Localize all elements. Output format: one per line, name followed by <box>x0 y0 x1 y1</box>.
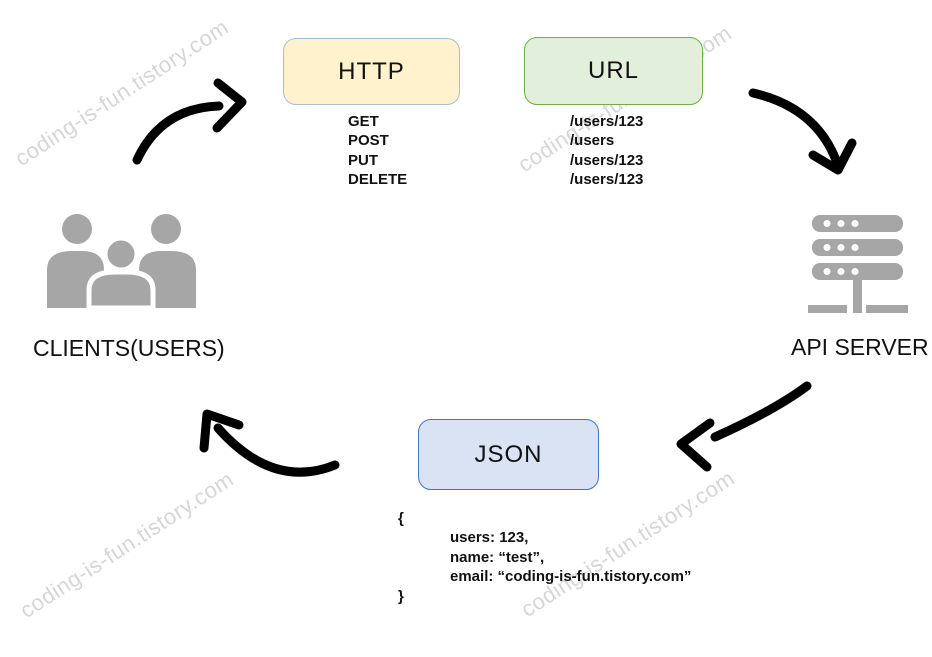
url-path-list: /users/123 /users /users/123 /users/123 <box>570 112 643 189</box>
url-title: URL <box>587 57 639 84</box>
url-path: /users <box>570 132 615 150</box>
http-box: HTTP <box>283 38 460 105</box>
http-method-list: GET POST PUT DELETE <box>348 112 407 189</box>
http-method: PUT <box>348 151 378 169</box>
http-method: POST <box>348 132 389 150</box>
url-path: /users/123 <box>570 151 644 169</box>
http-title: HTTP <box>338 57 405 85</box>
json-box: JSON <box>418 419 599 490</box>
arrow-clients-to-http-icon <box>132 78 247 165</box>
json-code-block: { users: 123, name: “test”, email: “codi… <box>398 509 691 606</box>
url-box: URL <box>524 37 703 105</box>
arrow-json-to-clients-icon <box>199 409 340 477</box>
json-code-line: } <box>398 587 404 605</box>
watermark-text: coding-is-fun.tistory.com <box>15 466 239 623</box>
url-path: /users/123 <box>570 113 644 130</box>
clients-label: CLIENTS(USERS) <box>33 335 225 361</box>
json-code-line: users: 123, <box>450 529 529 547</box>
http-method: GET <box>348 113 379 130</box>
url-path: /users/123 <box>570 170 644 188</box>
json-code-line: { <box>398 510 404 527</box>
api-server-icon <box>808 215 908 313</box>
arrow-url-to-api-server-icon <box>748 88 857 175</box>
json-code-line: name: “test”, <box>450 548 545 566</box>
http-method: DELETE <box>348 170 408 188</box>
clients-users-icon <box>47 214 196 310</box>
api-server-label: API SERVER <box>791 334 929 360</box>
arrow-api-server-to-json-icon <box>676 381 812 472</box>
json-code-line: email: “coding-is-fun.tistory.com” <box>450 568 692 586</box>
json-title: JSON <box>474 440 543 468</box>
